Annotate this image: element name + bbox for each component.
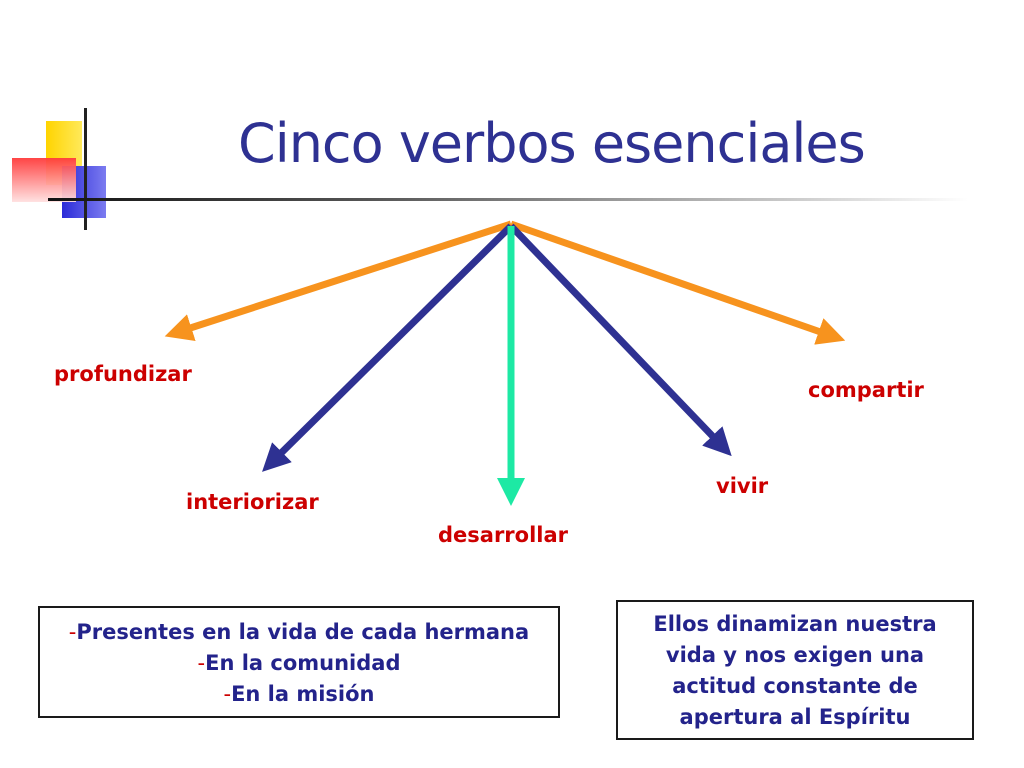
dash-marker: - <box>197 651 206 675</box>
presence-box: -Presentes en la vida de cada hermana -E… <box>38 606 560 718</box>
dynamism-line: actitud constante de <box>672 674 918 698</box>
dynamism-box: Ellos dinamizan nuestra vida y nos exige… <box>616 600 974 740</box>
verb-label-interiorizar: interiorizar <box>186 490 319 514</box>
arrow-profundizar <box>164 220 513 341</box>
arrow-compartir <box>509 220 846 345</box>
arrow-interiorizar <box>262 223 514 472</box>
presence-line-text: En la misión <box>231 682 375 706</box>
verb-label-desarrollar: desarrollar <box>438 523 569 547</box>
dash-marker: - <box>68 620 77 644</box>
dynamism-line: vida y nos exigen una <box>665 643 925 667</box>
dynamism-line: apertura al Espíritu <box>679 705 911 729</box>
red-square <box>12 158 76 202</box>
decorative-corner-graphic <box>0 100 1024 230</box>
presence-line: -En la comunidad <box>40 648 558 679</box>
slide-title: Cinco verbos esenciales <box>238 112 866 175</box>
dynamism-line: Ellos dinamizan nuestra <box>653 612 937 636</box>
vertical-rule <box>84 108 87 230</box>
dash-marker: - <box>223 682 232 706</box>
presence-line: -Presentes en la vida de cada hermana <box>40 617 558 648</box>
presence-line-text: Presentes en la vida de cada hermana <box>76 620 530 644</box>
verb-label-profundizar: profundizar <box>54 362 192 386</box>
arrow-vivir <box>508 223 732 457</box>
presence-line: -En la misión <box>40 679 558 710</box>
verb-label-vivir: vivir <box>716 474 769 498</box>
horizontal-rule <box>48 198 968 201</box>
verb-label-compartir: compartir <box>808 378 924 402</box>
presence-line-text: En la comunidad <box>205 651 401 675</box>
